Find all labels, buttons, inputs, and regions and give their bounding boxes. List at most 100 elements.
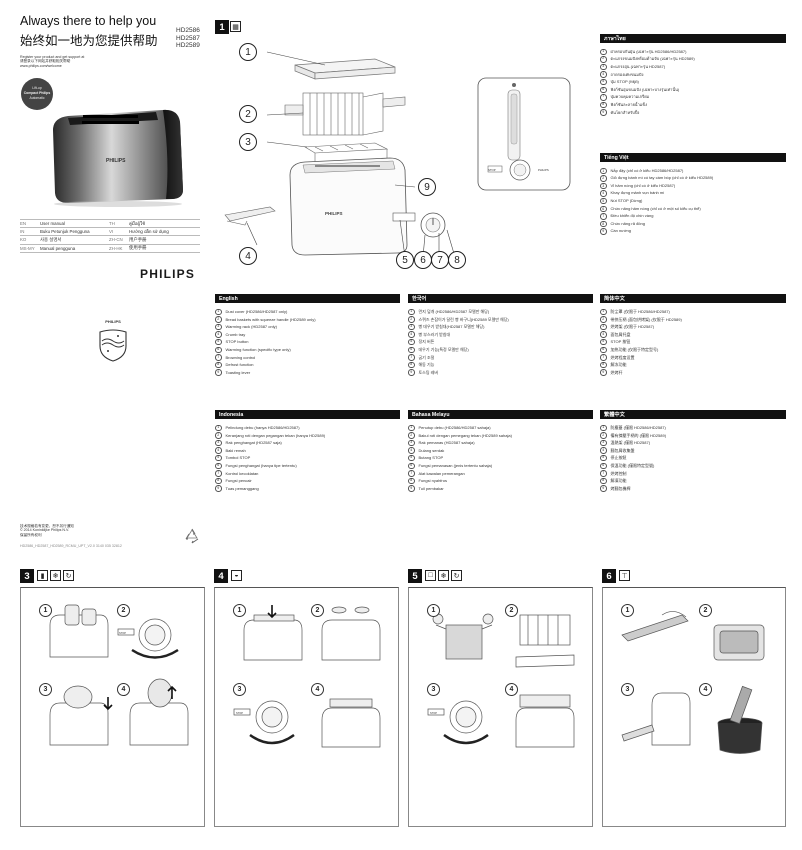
- callout-2: 2: [239, 105, 257, 123]
- exploded-diagram: PHILIPS: [224, 51, 456, 258]
- section-title: Tiếng Việt: [600, 153, 786, 162]
- step3-illustrations: STOP: [49, 604, 189, 746]
- section-title: 繁體中文: [600, 410, 786, 419]
- step3-frame-2: 2: [117, 604, 130, 617]
- toaster-icon: ▦: [230, 21, 241, 32]
- step5-stop-label: STOP: [430, 711, 437, 715]
- step6-frame-1: 1: [621, 604, 634, 617]
- badge-line3: Automatic: [29, 96, 45, 100]
- recycle-icon: [185, 528, 199, 544]
- cover-title-zh: 始终如一地为您提供帮助: [20, 34, 158, 48]
- step-number-5: 5: [408, 569, 422, 583]
- section-title: Indonesia: [215, 410, 400, 419]
- model-1: HD2586: [176, 27, 200, 34]
- register-line1: Register your product and get support at: [20, 55, 85, 59]
- brand-wordmark: PHILIPS: [140, 267, 196, 281]
- toaster-front-view: STOP PHILIPS: [477, 77, 571, 191]
- feature-badge: Lift-up Compact Philips Automatic: [21, 78, 53, 110]
- footer-line2: © 2014 Koninklijke Philips N.V.: [20, 528, 70, 533]
- shield-wordmark: PHILIPS: [105, 319, 121, 324]
- step3-frame-3: 3: [39, 683, 52, 696]
- callout-1: 1: [239, 43, 257, 61]
- callout-3: 3: [239, 133, 257, 151]
- tap-icon: ⊤: [619, 570, 630, 581]
- footer-line1: 技术规格若有变更，恕不另行通知: [20, 524, 74, 528]
- step6-illustrations: [621, 611, 765, 754]
- front-stop-label: STOP: [488, 168, 496, 172]
- cover-footer: 技术规格若有变更，恕不另行通知 © 2014 Koninklijke Phili…: [20, 524, 122, 548]
- section-title: 한국어: [408, 294, 593, 303]
- step3-frame-1: 1: [39, 604, 52, 617]
- toaster-photo: PHILIPS: [53, 109, 183, 207]
- step4-frame-4: 4: [311, 683, 324, 696]
- step-number-4: 4: [214, 569, 228, 583]
- section-title: ภาษาไทย: [600, 34, 786, 43]
- footer-code: HD2586_HD2587_HD2589_RCMU_UPT_V2.0 3140 …: [20, 543, 122, 548]
- step5-illustrations: STOP: [427, 613, 575, 748]
- model-3: HD2589: [176, 42, 200, 49]
- step5-frame-2: 2: [505, 604, 518, 617]
- step-number-1: 1: [215, 20, 229, 34]
- step5-frame-1: 1: [427, 604, 440, 617]
- step4-frame-2: 2: [311, 604, 324, 617]
- step4-frame-3: 3: [233, 683, 246, 696]
- section-title: 简体中文: [600, 294, 786, 303]
- callout-8: 8: [448, 251, 466, 269]
- step5-frame-4: 4: [505, 683, 518, 696]
- step6-frame-4: 4: [699, 683, 712, 696]
- step3-frame-4: 4: [117, 683, 130, 696]
- section-title: English: [215, 294, 400, 303]
